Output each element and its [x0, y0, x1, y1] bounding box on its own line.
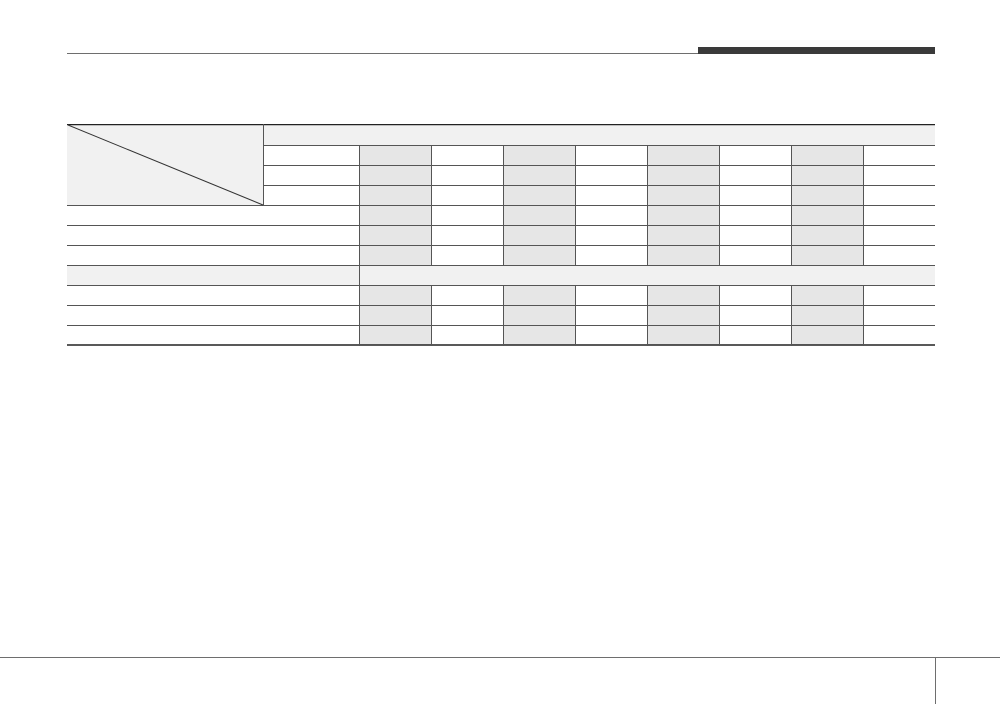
table-cell — [503, 325, 575, 345]
table-column-header — [647, 185, 719, 205]
table-grid-lines — [67, 124, 935, 346]
table-section-divider-value — [359, 265, 935, 285]
footer-rule — [0, 657, 1000, 658]
table-column-header — [359, 165, 431, 185]
table-cell — [359, 205, 431, 225]
table-column-header — [503, 185, 575, 205]
table-cell — [791, 205, 863, 225]
table-cell — [791, 285, 863, 305]
table-cell — [503, 205, 575, 225]
table-cell — [647, 225, 719, 245]
table-cell — [791, 225, 863, 245]
table-cell — [791, 325, 863, 345]
specification-table — [67, 124, 935, 346]
table-cell — [359, 225, 431, 245]
table-cell — [503, 285, 575, 305]
table-column-header — [791, 165, 863, 185]
table-column-header — [791, 145, 863, 165]
footer-page-divider — [935, 657, 936, 704]
table-column-header — [503, 145, 575, 165]
table-cell — [647, 205, 719, 225]
table-column-header — [647, 165, 719, 185]
table-cell — [503, 305, 575, 325]
table-column-header — [503, 165, 575, 185]
table-cell — [503, 225, 575, 245]
table-cell — [647, 285, 719, 305]
table-cell — [359, 285, 431, 305]
table-cell — [503, 245, 575, 265]
header-accent-bar — [698, 47, 935, 54]
table-column-header — [647, 145, 719, 165]
table-cell — [647, 245, 719, 265]
table-column-header — [359, 185, 431, 205]
table-cell — [647, 305, 719, 325]
table-column-header — [791, 185, 863, 205]
table-cell — [359, 305, 431, 325]
table-cell — [647, 325, 719, 345]
header-rule — [67, 53, 698, 54]
table-group-header — [263, 124, 935, 145]
table-section-divider-label — [67, 265, 359, 285]
table-column-header — [359, 145, 431, 165]
table-cell — [359, 325, 431, 345]
table-cell — [791, 305, 863, 325]
table-cell — [791, 245, 863, 265]
table-cell — [359, 245, 431, 265]
